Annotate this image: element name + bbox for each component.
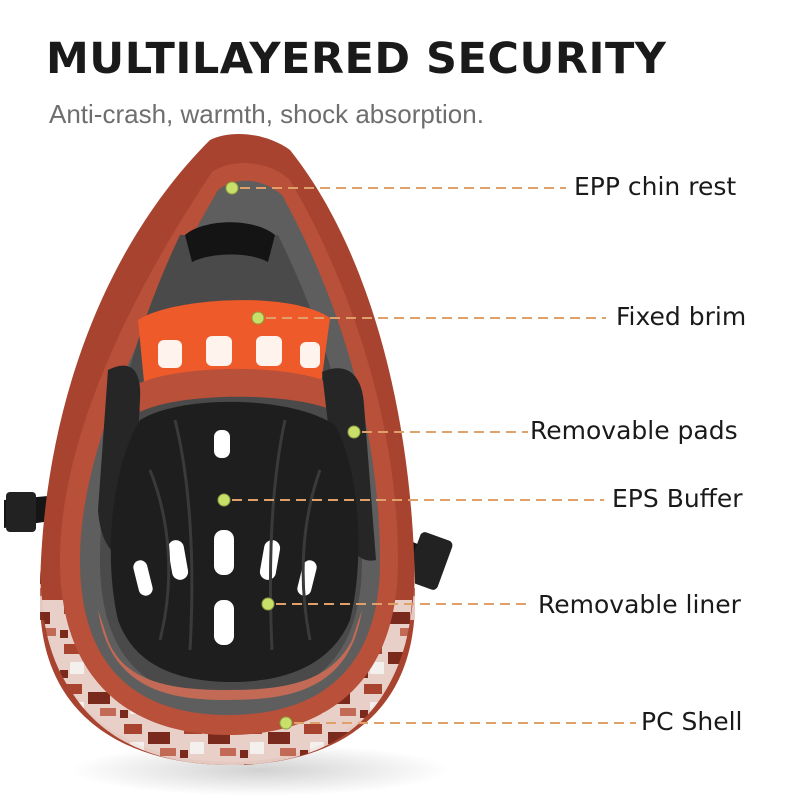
marker-dot-epp-chin-rest bbox=[225, 181, 239, 195]
label-eps-buffer: EPS Buffer bbox=[612, 484, 743, 513]
marker-dot-removable-pads bbox=[347, 425, 361, 439]
label-removable-pads: Removable pads bbox=[530, 416, 738, 445]
brim-band bbox=[135, 368, 335, 412]
marker-dot-pc-shell bbox=[279, 716, 293, 730]
label-epp-chin-rest: EPP chin rest bbox=[574, 172, 737, 201]
page-title: MULTILAYERED SECURITY bbox=[46, 34, 667, 84]
label-fixed-brim: Fixed brim bbox=[616, 302, 747, 331]
marker-dot-removable-liner bbox=[261, 597, 275, 611]
marker-dot-fixed-brim bbox=[251, 311, 265, 325]
label-pc-shell: PC Shell bbox=[641, 707, 743, 736]
label-removable-liner: Removable liner bbox=[538, 590, 741, 619]
liner-ribs bbox=[148, 419, 322, 651]
brim-orange bbox=[138, 300, 330, 392]
marker-dot-eps-buffer bbox=[217, 493, 231, 507]
inner-liner bbox=[110, 401, 359, 682]
page-subtitle: Anti-crash, warmth, shock absorption. bbox=[49, 99, 484, 129]
callout-leaders bbox=[217, 181, 636, 730]
chin-vent bbox=[185, 222, 275, 262]
brim-vents bbox=[158, 336, 320, 368]
